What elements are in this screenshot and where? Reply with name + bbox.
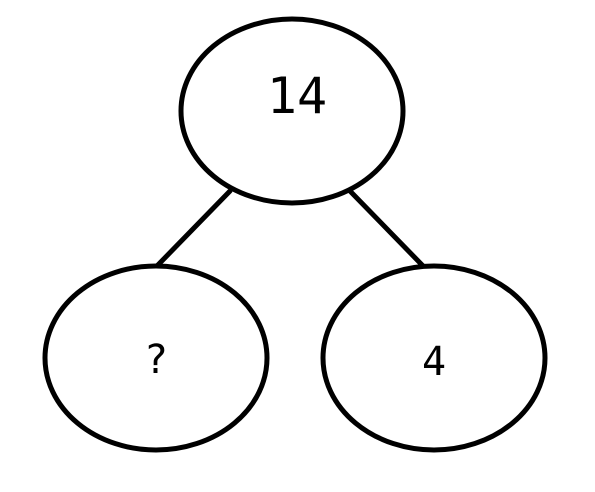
left-part-node-circle [42,263,270,453]
right-connector-line [347,188,428,271]
right-part-node-circle [320,263,548,453]
left-part-value: ? [144,337,168,383]
left-connector-line [152,188,233,271]
whole-value: 14 [267,67,327,125]
right-part-value: 4 [422,339,446,385]
whole-node-circle [178,16,406,206]
